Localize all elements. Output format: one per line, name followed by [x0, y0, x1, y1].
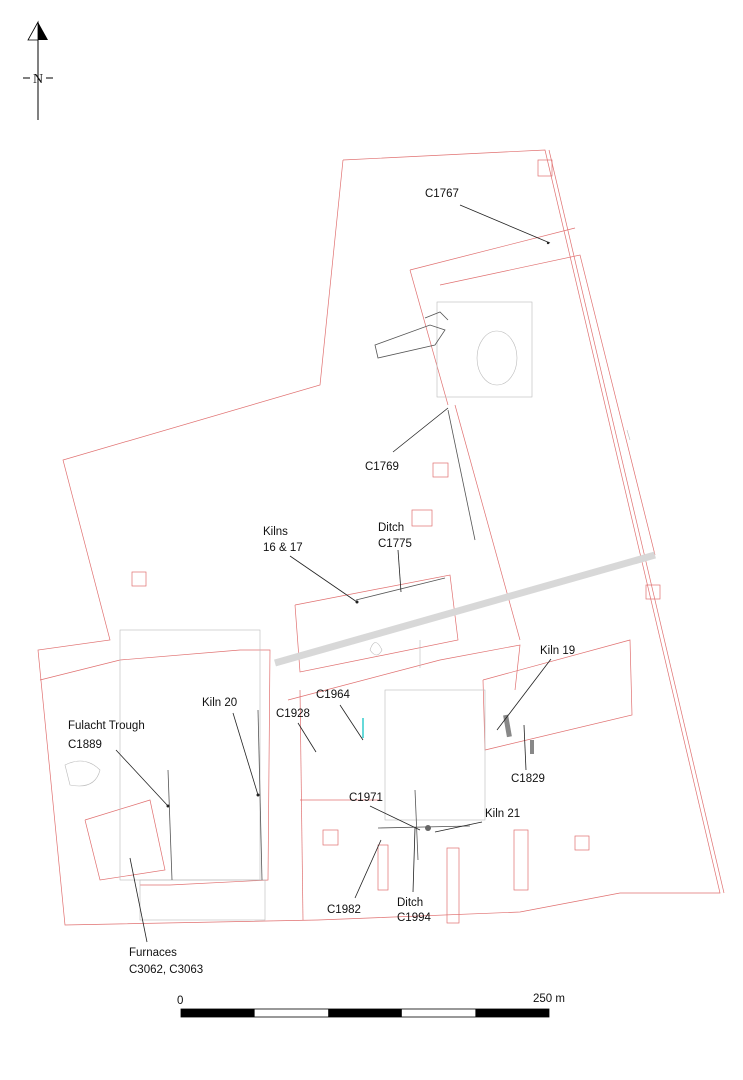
- label-text: Furnaces: [129, 947, 177, 959]
- label-text: C1964: [316, 689, 350, 701]
- label-text: C1775: [378, 538, 412, 550]
- label-c1928: C1928: [276, 708, 317, 753]
- north-arrow: N: [23, 20, 53, 120]
- scale-start-label: 0: [177, 995, 183, 1007]
- label-kiln-20: Kiln 20: [202, 697, 259, 796]
- label-text: C1889: [68, 739, 102, 751]
- label-c1964: C1964: [316, 689, 364, 741]
- scale-end-label: 250 m: [533, 993, 565, 1005]
- label-c1829: C1829: [511, 724, 545, 785]
- label-kiln-21: Kiln 21: [434, 808, 520, 833]
- label-ditch-c1775: Ditch C1775: [378, 522, 412, 593]
- label-text: C1971: [349, 792, 383, 804]
- road: [274, 551, 656, 667]
- label-text: C3062, C3063: [129, 964, 203, 976]
- label-text: Ditch: [397, 897, 423, 909]
- label-text: 16 & 17: [263, 542, 303, 554]
- label-c1769: C1769: [365, 407, 449, 473]
- label-text: C1928: [276, 708, 310, 720]
- label-text: Fulacht Trough: [68, 720, 145, 732]
- label-text: Kiln 19: [540, 645, 575, 657]
- label-text: C1994: [397, 912, 431, 924]
- archaeological-features: [64, 241, 631, 921]
- site-boundary: [37, 149, 725, 926]
- label-c1971: C1971: [349, 792, 421, 831]
- label-fulacht-trough: Fulacht Trough C1889: [68, 720, 169, 807]
- label-c1982: C1982: [327, 839, 382, 916]
- label-text: Ditch: [378, 522, 404, 534]
- scale-segment: [475, 1009, 549, 1017]
- label-text: C1982: [327, 904, 361, 916]
- label-text: Kilns: [263, 526, 288, 538]
- scale-segment: [181, 1009, 255, 1017]
- label-kiln-19: Kiln 19: [496, 645, 575, 731]
- label-ditch-c1994: Ditch C1994: [397, 827, 431, 924]
- label-text: C1767: [425, 188, 459, 200]
- label-text: Kiln 20: [202, 697, 237, 709]
- scale-bar: 0 250 m: [177, 993, 565, 1018]
- label-text: C1769: [365, 461, 399, 473]
- label-text: Kiln 21: [485, 808, 520, 820]
- scale-segment: [328, 1009, 402, 1017]
- label-kilns-16-17: Kilns 16 & 17: [263, 526, 358, 603]
- label-furnaces: Furnaces C3062, C3063: [129, 857, 203, 976]
- label-text: C1829: [511, 773, 545, 785]
- north-label: N: [33, 72, 43, 87]
- label-c1767: C1767: [425, 188, 551, 244]
